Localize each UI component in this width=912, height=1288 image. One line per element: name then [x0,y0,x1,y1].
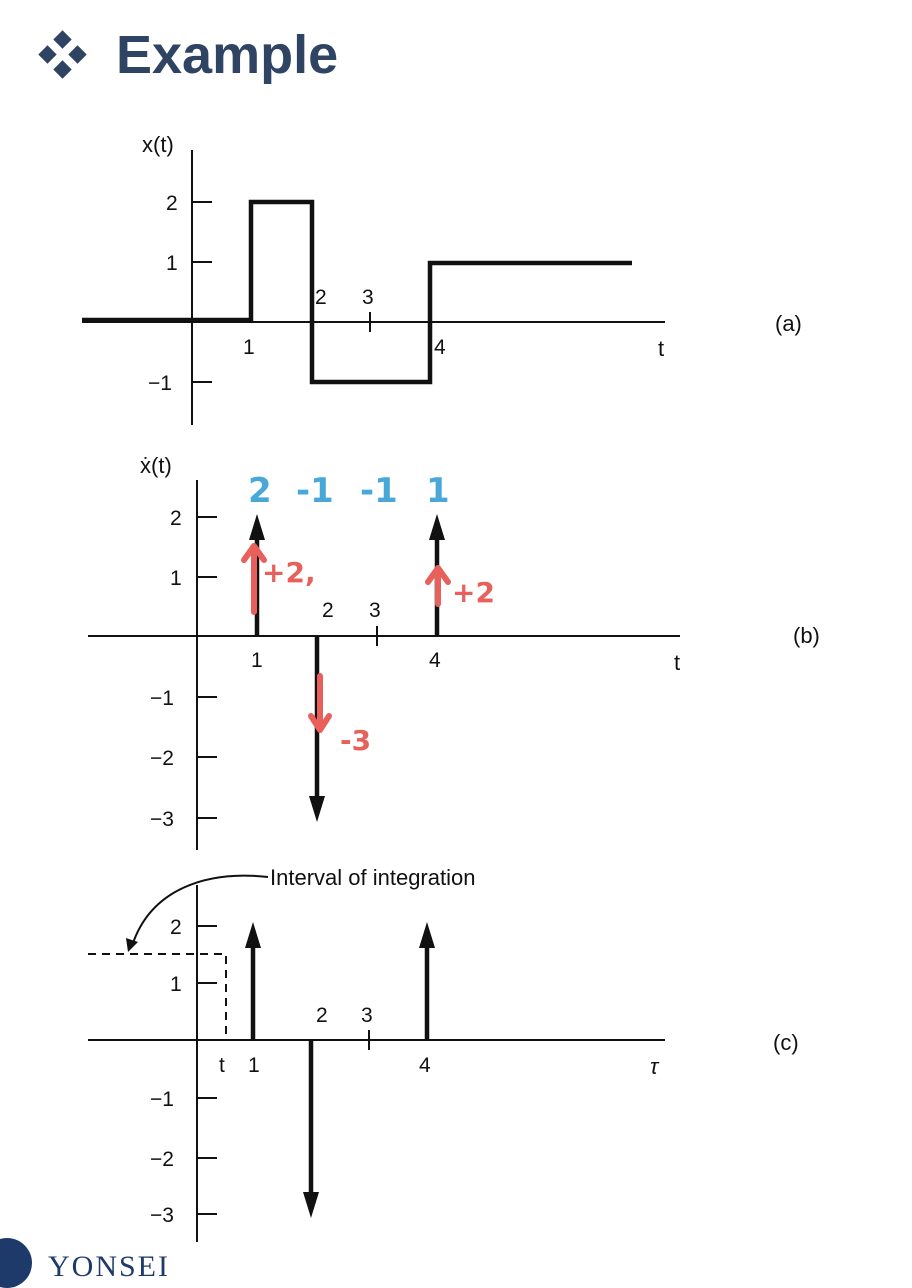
footer-logo-text: YONSEI [48,1250,170,1283]
handwritten-blue-annotation: 2 [248,471,272,511]
panel-a-xtick-label: 1 [243,336,255,359]
panel-a-y-label: x(t) [142,132,174,157]
handwritten-blue-annotation: 1 [426,471,450,511]
panel-c-ytick-label: −1 [150,1088,174,1111]
panel-b-xtick-label: 3 [369,599,381,622]
panel-c-x-label: τ [650,1054,660,1079]
panel-a-tag: (a) [775,311,802,336]
panel-b-impulse-arrowhead [309,796,325,822]
handwritten-red-annotation: +2, [262,556,316,589]
handwritten-blue-annotation: -1 [296,471,334,511]
panel-b-ytick-label: −2 [150,747,174,770]
panel-a-signal-line [82,199,632,385]
panel-a-x-label: t [658,336,664,361]
panel-c-impulse-arrowhead [303,1192,319,1218]
panel-b-x-label: t [674,650,680,675]
panel-b-ytick-label: 2 [170,507,182,530]
panel-c-ytick-label: 1 [170,973,182,996]
panel-c-ytick-label: 2 [170,916,182,939]
panel-b-ytick-label: −3 [150,808,174,831]
panel-c-impulse-arrowhead [245,922,261,948]
panel-a-ytick-label: 1 [166,252,178,275]
title-bar: Example [38,25,339,85]
panel-c-impulse-arrowhead [419,922,435,948]
panel-c-xtick-label: 3 [361,1004,373,1027]
panel-a: 2 1 −1 1 2 3 4 x(t) t (a) [82,132,802,425]
panel-b-xtick-label: 1 [251,649,263,672]
handwritten-blue-annotation: -1 [360,471,398,511]
panel-c-t-marker: t [219,1054,225,1077]
interval-pointer-curve [131,874,269,947]
handwritten-red-annotation: -3 [340,724,371,757]
panel-b-y-label: ẋ(t) [140,453,172,478]
panel-b-ytick-label: 1 [170,567,182,590]
panel-b-xtick-label: 2 [322,599,334,622]
panel-a-ytick-label: −1 [148,372,172,395]
interval-pointer-arrowhead [126,938,138,952]
panel-b-xtick-label: 4 [429,649,441,672]
panel-c-tag: (c) [773,1030,799,1055]
panel-a-xtick-label: 4 [434,336,446,359]
slide-title: Example [116,25,339,85]
panel-a-ytick-label: 2 [166,192,178,215]
panel-b-impulse-arrowhead [249,514,265,540]
panel-c-ytick-label: −3 [150,1204,174,1227]
handwritten-red-annotation: +2 [452,576,495,609]
panel-b-impulse-arrowhead [429,514,445,540]
panel-c-xtick-label: 4 [419,1054,431,1077]
panel-b-ytick-label: −1 [150,687,174,710]
handwritten-red-arrows [241,543,451,733]
panel-c-ytick-label: −2 [150,1148,174,1171]
panel-a-xtick-label: 2 [315,286,327,309]
panel-b-tag: (b) [793,623,820,648]
panel-b: 2 1 −1 −2 −3 1 2 3 4 ẋ(t) t (b) [88,453,820,850]
panel-c-xtick-label: 1 [248,1054,260,1077]
integration-interval-box [88,953,227,1040]
panel-a-xtick-label: 3 [362,286,374,309]
panel-c-xtick-label: 2 [316,1004,328,1027]
panel-c: 2 1 −1 −2 −3 1 2 3 4 t τ (c) Interval of… [88,865,799,1242]
interval-of-integration-label: Interval of integration [270,865,475,890]
